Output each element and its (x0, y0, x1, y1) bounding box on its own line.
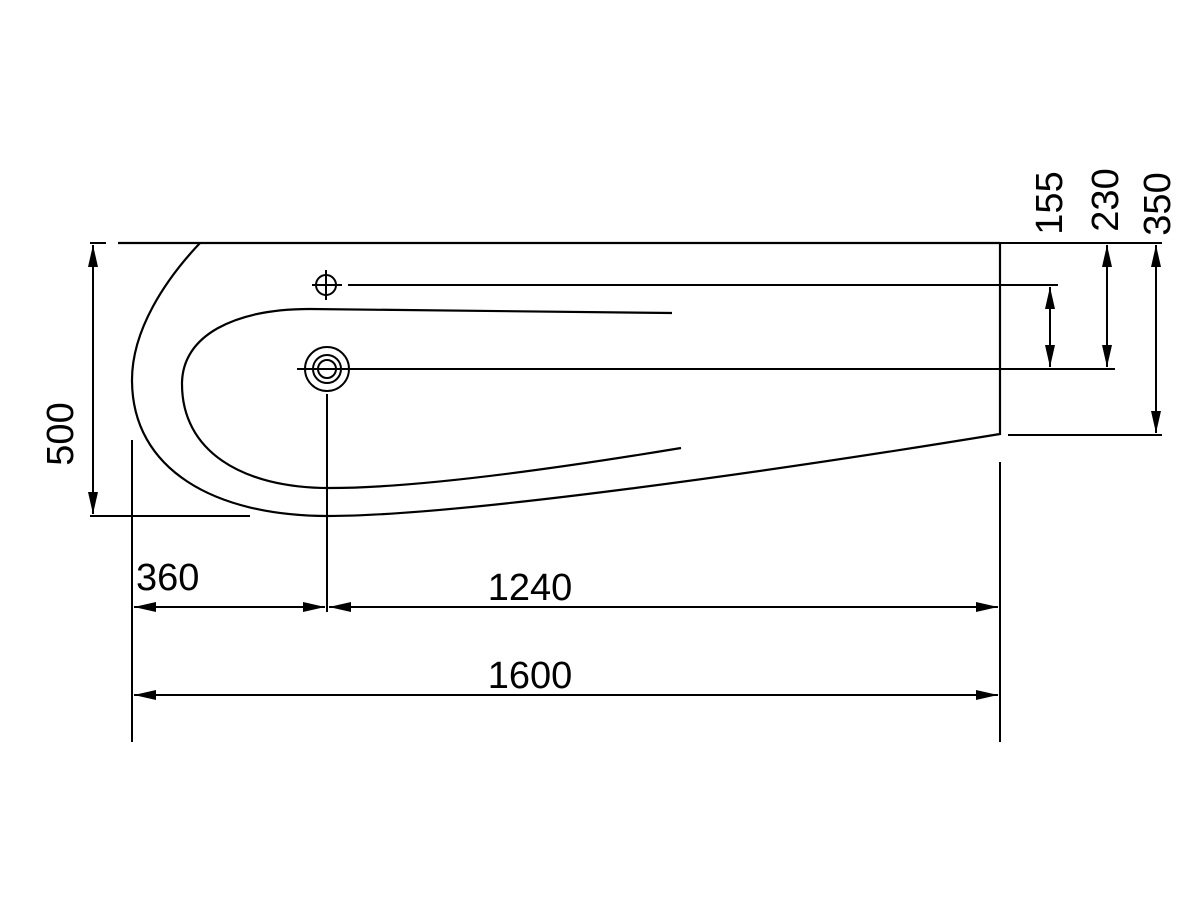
dim-label-350: 350 (1137, 172, 1179, 235)
dim-label-1240: 1240 (488, 567, 573, 609)
dim-label-155: 155 (1029, 171, 1071, 234)
dimension-lines (88, 245, 1161, 700)
basin-outline (118, 241, 1002, 518)
dim-label-1600: 1600 (488, 655, 573, 697)
dim-label-500: 500 (40, 402, 82, 465)
dim-label-360: 360 (136, 557, 199, 599)
tap-hole-icon (312, 270, 342, 300)
bowl-inner-contour (180, 307, 682, 490)
basin-outer-contour (130, 242, 1002, 518)
extension-lines (90, 242, 1162, 742)
dim-label-230: 230 (1085, 168, 1127, 231)
